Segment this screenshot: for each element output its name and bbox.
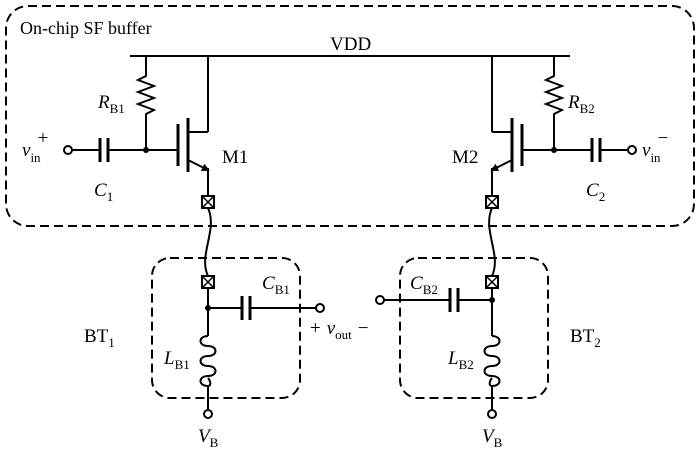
resistor-rb1 xyxy=(135,56,157,150)
bond-wire-right xyxy=(488,207,496,277)
capacitor-c2 xyxy=(554,138,628,162)
vout-label: +vout− xyxy=(310,318,369,342)
bt1-boundary xyxy=(151,257,301,399)
c1-label: C1 xyxy=(94,180,113,204)
rb2-label: RB2 xyxy=(567,92,595,116)
bond-pad-right-board xyxy=(485,275,499,289)
lb2-label: LB2 xyxy=(447,348,474,372)
bt2-boundary xyxy=(399,257,549,399)
vin-plus-label: vin+ xyxy=(22,128,48,165)
bt2-label: BT2 xyxy=(570,326,601,350)
bt1-label: BT1 xyxy=(84,326,115,350)
chip-label: On-chip SF buffer xyxy=(20,18,152,38)
m1-label: M1 xyxy=(222,147,248,168)
capacitor-c1 xyxy=(72,138,146,162)
c2-label: C2 xyxy=(586,180,605,204)
lb1-label: LB1 xyxy=(163,348,190,372)
bond-pad-left-chip xyxy=(201,195,215,209)
inductor-lb2 xyxy=(483,335,501,388)
vout-plus-terminal xyxy=(315,303,325,313)
junction-dot-right xyxy=(551,147,557,153)
bond-wire-left xyxy=(204,207,212,277)
transistor-m2 xyxy=(490,56,554,196)
on-chip-boundary xyxy=(5,5,695,227)
bond-pad-right-chip xyxy=(485,195,499,209)
vdd-label: VDD xyxy=(330,34,371,55)
junction-dot-left xyxy=(143,147,149,153)
vout-minus-terminal xyxy=(375,295,385,305)
cb2-label: CB2 xyxy=(410,273,438,297)
capacitor-cb1 xyxy=(208,296,316,320)
transistor-m1 xyxy=(146,56,210,196)
vb-left-label: VB xyxy=(198,426,219,450)
vb-right-label: VB xyxy=(482,426,503,450)
capacitor-cb2 xyxy=(384,288,492,312)
vb-right-terminal xyxy=(487,409,497,419)
vb-left-terminal xyxy=(203,409,213,419)
inductor-lb1 xyxy=(199,335,217,388)
resistor-rb2 xyxy=(543,56,565,150)
m2-label: M2 xyxy=(452,147,478,168)
bond-pad-left-board xyxy=(201,275,215,289)
cb1-label: CB1 xyxy=(262,273,290,297)
vin-plus-terminal xyxy=(63,145,73,155)
rb1-label: RB1 xyxy=(97,92,125,116)
vin-minus-label: vin− xyxy=(642,128,668,165)
vin-minus-terminal xyxy=(627,145,637,155)
